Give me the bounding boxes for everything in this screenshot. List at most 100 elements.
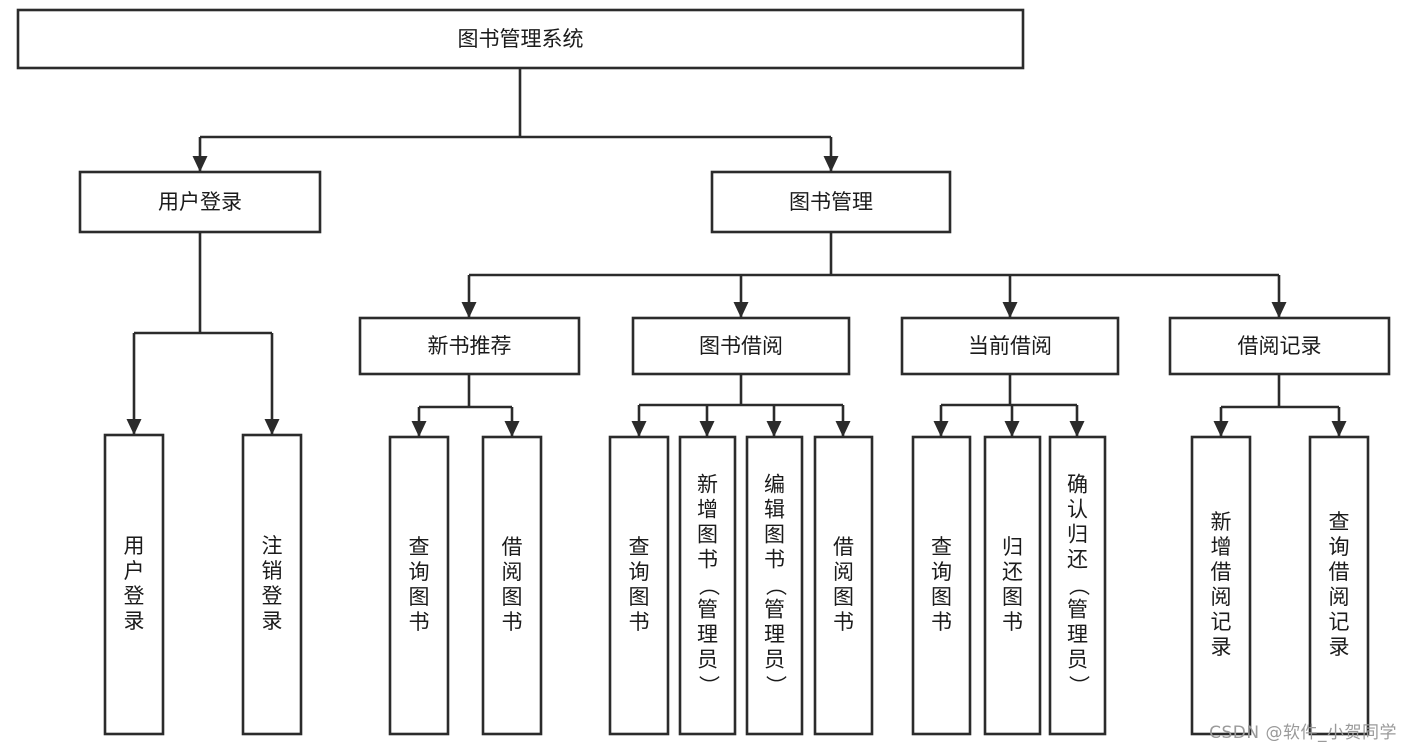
node-box[interactable]	[388, 435, 450, 736]
node-box[interactable]	[358, 316, 581, 376]
node-box[interactable]	[78, 170, 322, 234]
node-label-char: 确	[1067, 473, 1088, 497]
node-label-char: 登	[124, 584, 145, 608]
node-label-char: 借	[1211, 560, 1232, 584]
node-label-char: 录	[262, 609, 283, 633]
node-label-char: 图	[833, 585, 854, 609]
node-label-char: 录	[1329, 635, 1350, 659]
connector-group-book-to-level2	[461, 232, 1287, 318]
node-level1-0[interactable]: 用户登录	[78, 170, 322, 234]
node-label-char: 登	[262, 584, 283, 608]
node-label-char: 户	[124, 559, 145, 583]
node-level2-3[interactable]: 借阅记录	[1168, 316, 1391, 376]
connector-group-user-to-leaves	[126, 232, 280, 435]
arrow-head-icon	[1002, 302, 1018, 318]
node-label-char: 理	[764, 623, 785, 647]
node-box[interactable]	[1048, 435, 1107, 736]
node-box[interactable]	[241, 433, 303, 736]
node-label-char: 管	[1067, 598, 1088, 622]
node-label-char: 增	[1211, 535, 1232, 559]
node-label-char: 借	[502, 535, 523, 559]
node-label-char: 阅	[1211, 585, 1232, 609]
node-label-char: 阅	[833, 560, 854, 584]
node-box[interactable]	[1308, 435, 1370, 736]
node-box[interactable]	[745, 435, 804, 736]
node-label-char: 录	[124, 609, 145, 633]
node-label-char: 查	[931, 535, 952, 559]
node-label-char: 图	[629, 585, 650, 609]
node-box[interactable]	[911, 435, 972, 736]
node-level2-2[interactable]: 当前借阅	[900, 316, 1120, 376]
node-label-char: 归	[1002, 535, 1023, 559]
node-label-char: 图	[1002, 585, 1023, 609]
node-label-char: 书	[502, 610, 523, 634]
node-box[interactable]	[608, 435, 670, 736]
node-box[interactable]	[900, 316, 1120, 376]
node-box[interactable]	[103, 433, 165, 736]
node-label: 借阅记录	[1238, 334, 1322, 358]
node-label-char: 图	[697, 523, 718, 547]
node-box[interactable]	[1168, 316, 1391, 376]
connector-group-current-to-leaves	[933, 374, 1085, 437]
node-box[interactable]	[16, 8, 1025, 70]
node-label-char: 书	[409, 610, 430, 634]
node-level2-1[interactable]: 图书借阅	[631, 316, 851, 376]
arrow-head-icon	[823, 156, 839, 172]
node-label-char: 记	[1211, 610, 1232, 634]
node-box[interactable]	[710, 170, 952, 234]
node-box[interactable]	[1190, 435, 1252, 736]
node-label-char: 录	[1211, 635, 1232, 659]
node-box[interactable]	[678, 435, 737, 736]
arrow-head-icon	[766, 421, 782, 437]
node-label-char: 询	[409, 560, 430, 584]
node-box[interactable]	[983, 435, 1042, 736]
node-label-char: 员	[764, 648, 785, 672]
node-leaf-0[interactable]: 用户登录	[103, 433, 165, 736]
node-root-0[interactable]: 图书管理系统	[16, 8, 1025, 70]
node-label-char: 归	[1067, 523, 1088, 547]
connector-group-record-to-leaves	[1213, 374, 1347, 437]
node-box[interactable]	[481, 435, 543, 736]
node-label-char: 理	[697, 623, 718, 647]
node-label-char: 书	[833, 610, 854, 634]
node-box[interactable]	[813, 435, 874, 736]
node-label-char: 管	[697, 598, 718, 622]
node-label-char: 书	[931, 610, 952, 634]
arrow-head-icon	[733, 302, 749, 318]
node-level1-1[interactable]: 图书管理	[710, 170, 952, 234]
node-label-char: ）	[697, 675, 721, 696]
arrow-head-icon	[835, 421, 851, 437]
node-label-char: （	[764, 575, 788, 596]
arrow-head-icon	[461, 302, 477, 318]
arrow-head-icon	[1069, 421, 1085, 437]
node-label-char: 图	[502, 585, 523, 609]
node-label-char: 阅	[1329, 585, 1350, 609]
node-label-char: 阅	[502, 560, 523, 584]
arrow-head-icon	[126, 419, 142, 435]
node-level2-0[interactable]: 新书推荐	[358, 316, 581, 376]
node-label-char: 还	[1002, 560, 1023, 584]
node-label-char: 书	[697, 548, 718, 572]
node-box[interactable]	[631, 316, 851, 376]
node-label-char: 询	[629, 560, 650, 584]
node-label-char: （	[1067, 575, 1091, 596]
node-label-char: 编	[764, 473, 785, 497]
node-label-char: 查	[1329, 510, 1350, 534]
node-label-char: 书	[1002, 610, 1023, 634]
arrow-head-icon	[411, 421, 427, 437]
node-label-char: 注	[262, 534, 283, 558]
